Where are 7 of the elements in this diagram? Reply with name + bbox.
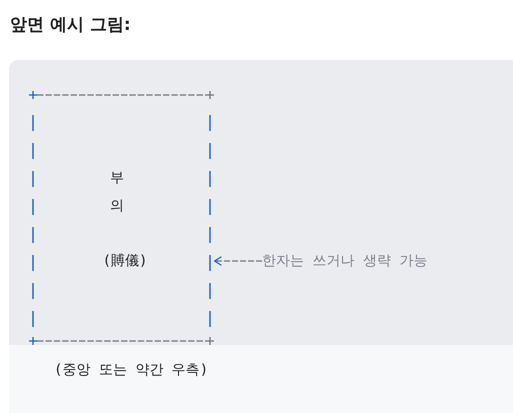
vertical-text: 부의 — [110, 169, 124, 216]
hanja-text: (賻儀) — [102, 252, 148, 271]
caption-text: (중앙 또는 약간 우측) — [54, 361, 208, 380]
heading: 앞면 예시 그림: — [10, 14, 131, 37]
annotation-text: 한자는 쓰거나 생략 가능 — [262, 247, 428, 275]
arrow — [214, 256, 262, 266]
envelope-frame — [29, 91, 214, 345]
